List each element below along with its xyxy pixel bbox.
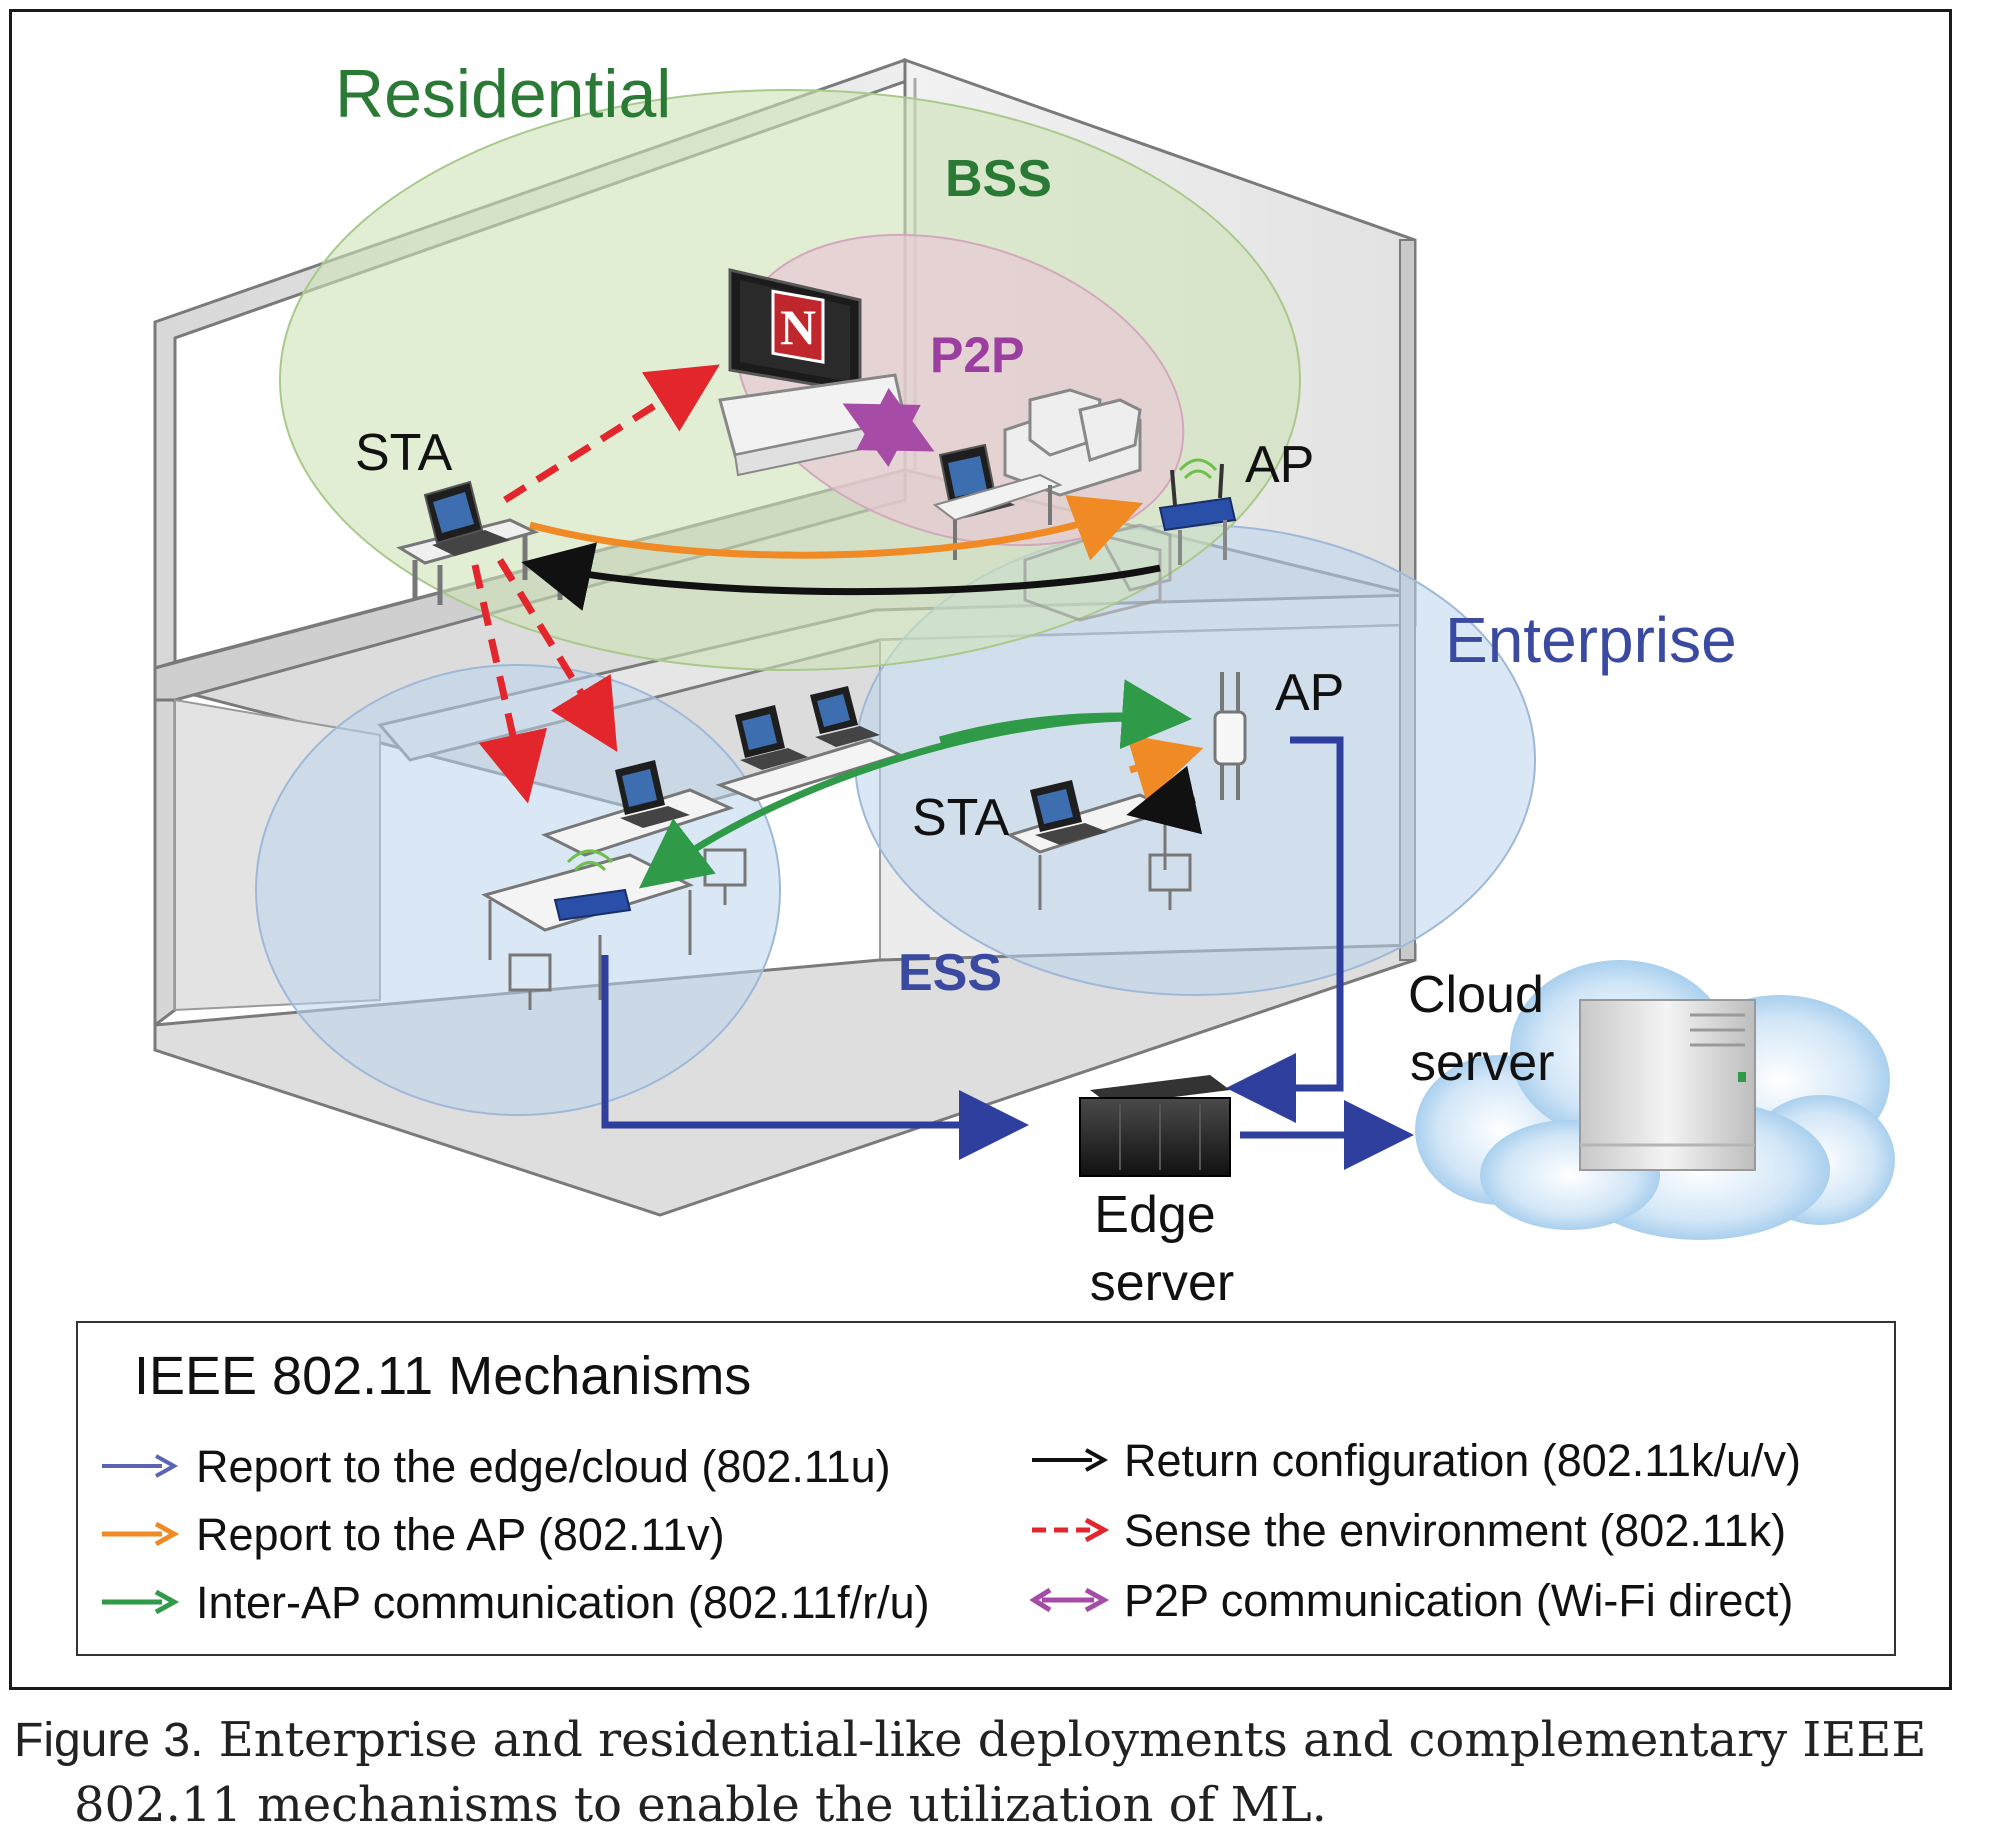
legend-arrow-orange-icon (102, 1521, 180, 1547)
legend: IEEE 802.11 Mechanisms Report to the edg… (76, 1321, 1896, 1656)
p2p-arrow (842, 388, 935, 467)
laptop-office-1 (615, 760, 690, 828)
ess-label: ESS (898, 944, 1002, 1002)
ap-top-label: AP (1245, 436, 1314, 494)
legend-label: Inter-AP communication (802.11f/r/u) (196, 1577, 930, 1628)
legend-arrow-purple-double-icon (1030, 1587, 1110, 1613)
enterprise-label: Enterprise (1445, 604, 1737, 676)
legend-arrow-green-icon (102, 1589, 180, 1615)
sta-bottom-label: STA (912, 789, 1010, 847)
caption-line1: Enterprise and residential-like deployme… (218, 1712, 1927, 1768)
cloud-server (1579, 999, 1756, 1171)
sta-top-label: STA (355, 424, 453, 482)
legend-label: P2P communication (Wi-Fi direct) (1124, 1575, 1794, 1626)
cloud-server-label-line2: server (1410, 1034, 1554, 1092)
tv-logo: N (780, 299, 816, 355)
residential-label: Residential (335, 56, 671, 132)
return-config-arrow-bottom (1126, 765, 1203, 835)
report-edge-arrow-left (601, 955, 1029, 1160)
edge-server-label-line2: server (1090, 1254, 1234, 1312)
ap-bottom-left-router (553, 849, 632, 922)
legend-label: Report to the edge/cloud (802.11u) (196, 1441, 891, 1492)
sense-environment-arrows (471, 364, 720, 804)
return-config-arrow-top (521, 542, 1161, 611)
inter-ap-arrow-right (939, 679, 1192, 750)
legend-arrow-black-icon (1032, 1448, 1109, 1472)
edge-server (1079, 1075, 1231, 1177)
legend-label: Report to the AP (802.11v) (196, 1509, 725, 1560)
sofa (1003, 388, 1142, 497)
p2p-label: P2P (930, 327, 1025, 383)
figure-frame (9, 9, 1952, 1690)
bss-label: BSS (945, 150, 1052, 208)
sta-bottom-laptop (1030, 780, 1108, 845)
laptop-office-2 (735, 705, 808, 770)
cloud-server-label-line1: Cloud (1408, 966, 1544, 1024)
laptop-office-3 (810, 686, 880, 747)
ap-top-router (1158, 458, 1237, 565)
legend-label: Sense the environment (802.11k) (1124, 1505, 1787, 1556)
report-edge-arrow-right (1226, 736, 1344, 1123)
legend-arrow-blue-icon (102, 1454, 179, 1478)
figure-caption: Figure 3. Enterprise and residential-lik… (14, 1708, 1994, 1837)
report-ap-arrow-top (529, 495, 1144, 561)
legend-arrow-red-dashed-icon (1032, 1517, 1110, 1543)
sta-top-laptop (423, 480, 510, 556)
ap-bottom-label: AP (1275, 664, 1344, 722)
legend-label: Return configuration (802.11k/u/v) (1124, 1435, 1802, 1486)
legend-title: IEEE 802.11 Mechanisms (134, 1346, 752, 1406)
ap-bottom-router (1213, 672, 1247, 800)
edge-server-label-line1: Edge (1094, 1186, 1215, 1244)
figure-label: Figure 3. (14, 1714, 204, 1767)
caption-line2: 802.11 mechanisms to enable the utilizat… (74, 1777, 1327, 1833)
